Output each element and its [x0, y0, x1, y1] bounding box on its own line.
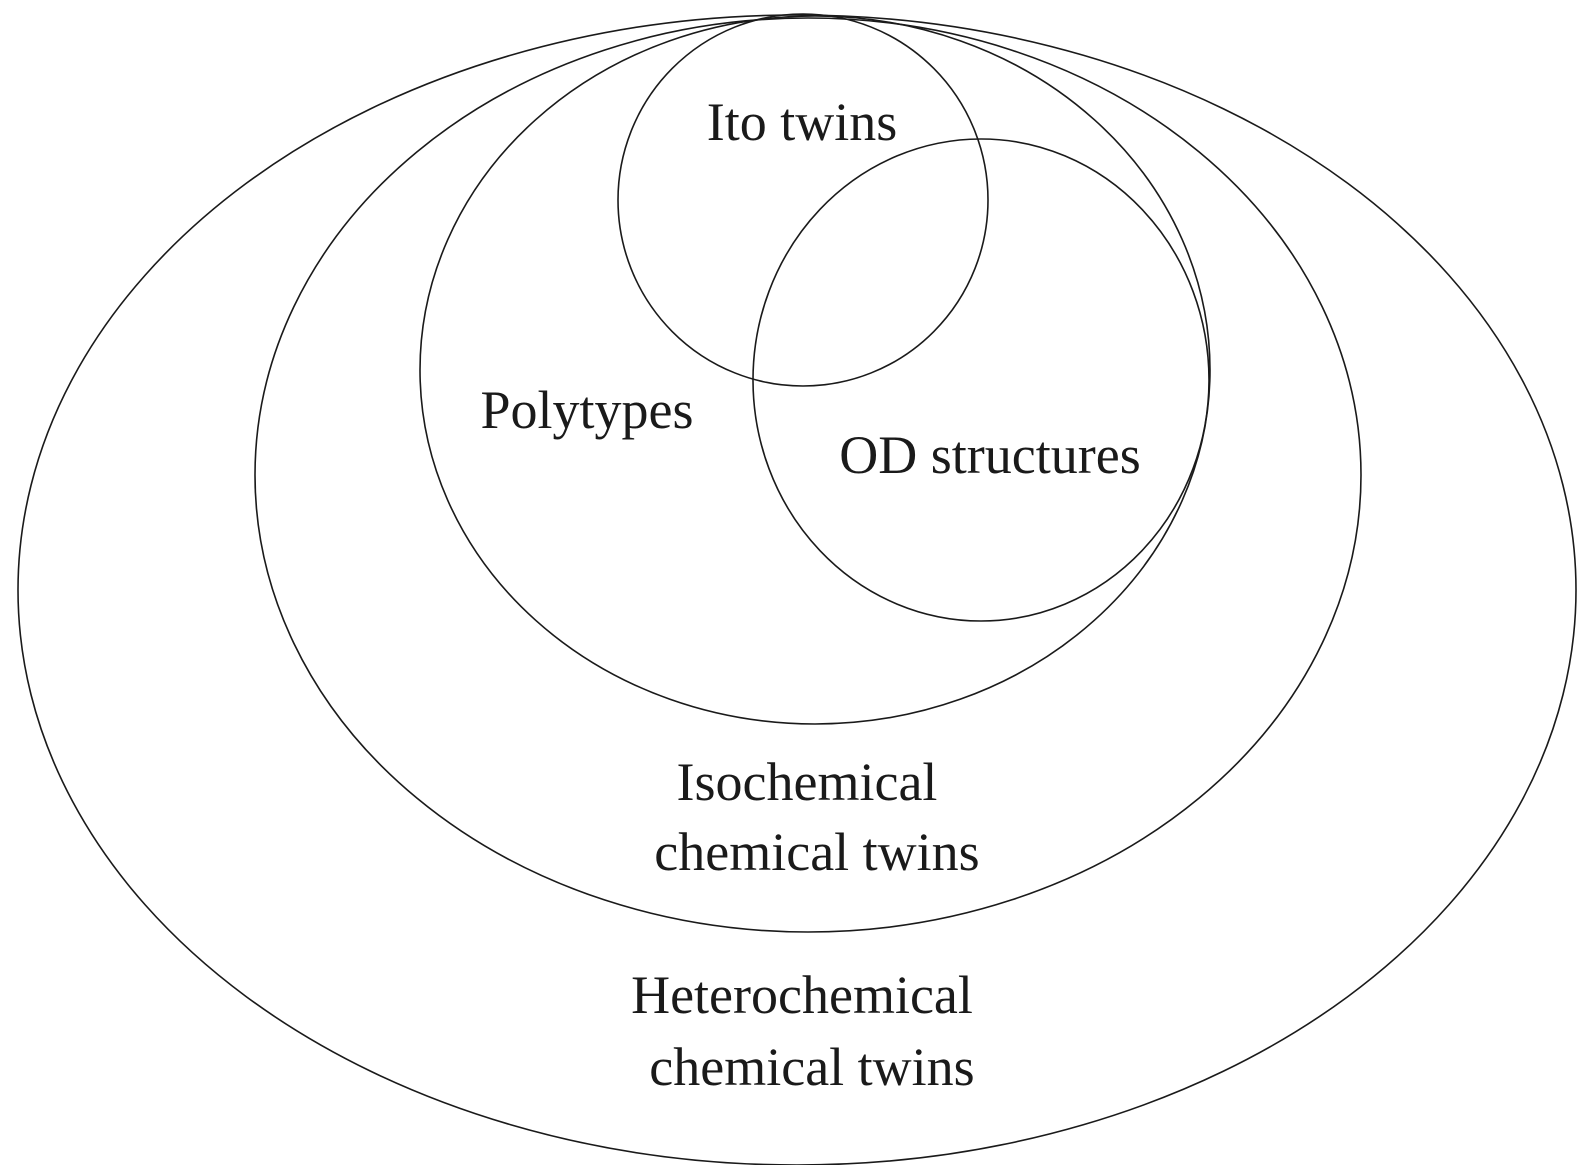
polytypes-circle [419, 15, 1211, 725]
heterochemical-twins-ellipse [17, 14, 1577, 1165]
ito-twins-circle [617, 13, 989, 387]
polytypes-label: Polytypes [480, 380, 693, 440]
od-structures-circle [752, 138, 1210, 622]
isochemical-label-line2: chemical twins [654, 822, 979, 882]
heterochemical-label-line1: Heterochemical [631, 965, 973, 1025]
isochemical-twins-ellipse [254, 17, 1362, 933]
heterochemical-label-line2: chemical twins [649, 1037, 974, 1097]
ito-twins-label: Ito twins [707, 92, 898, 152]
od-structures-label: OD structures [839, 425, 1140, 485]
isochemical-label-line1: Isochemical [677, 752, 938, 812]
